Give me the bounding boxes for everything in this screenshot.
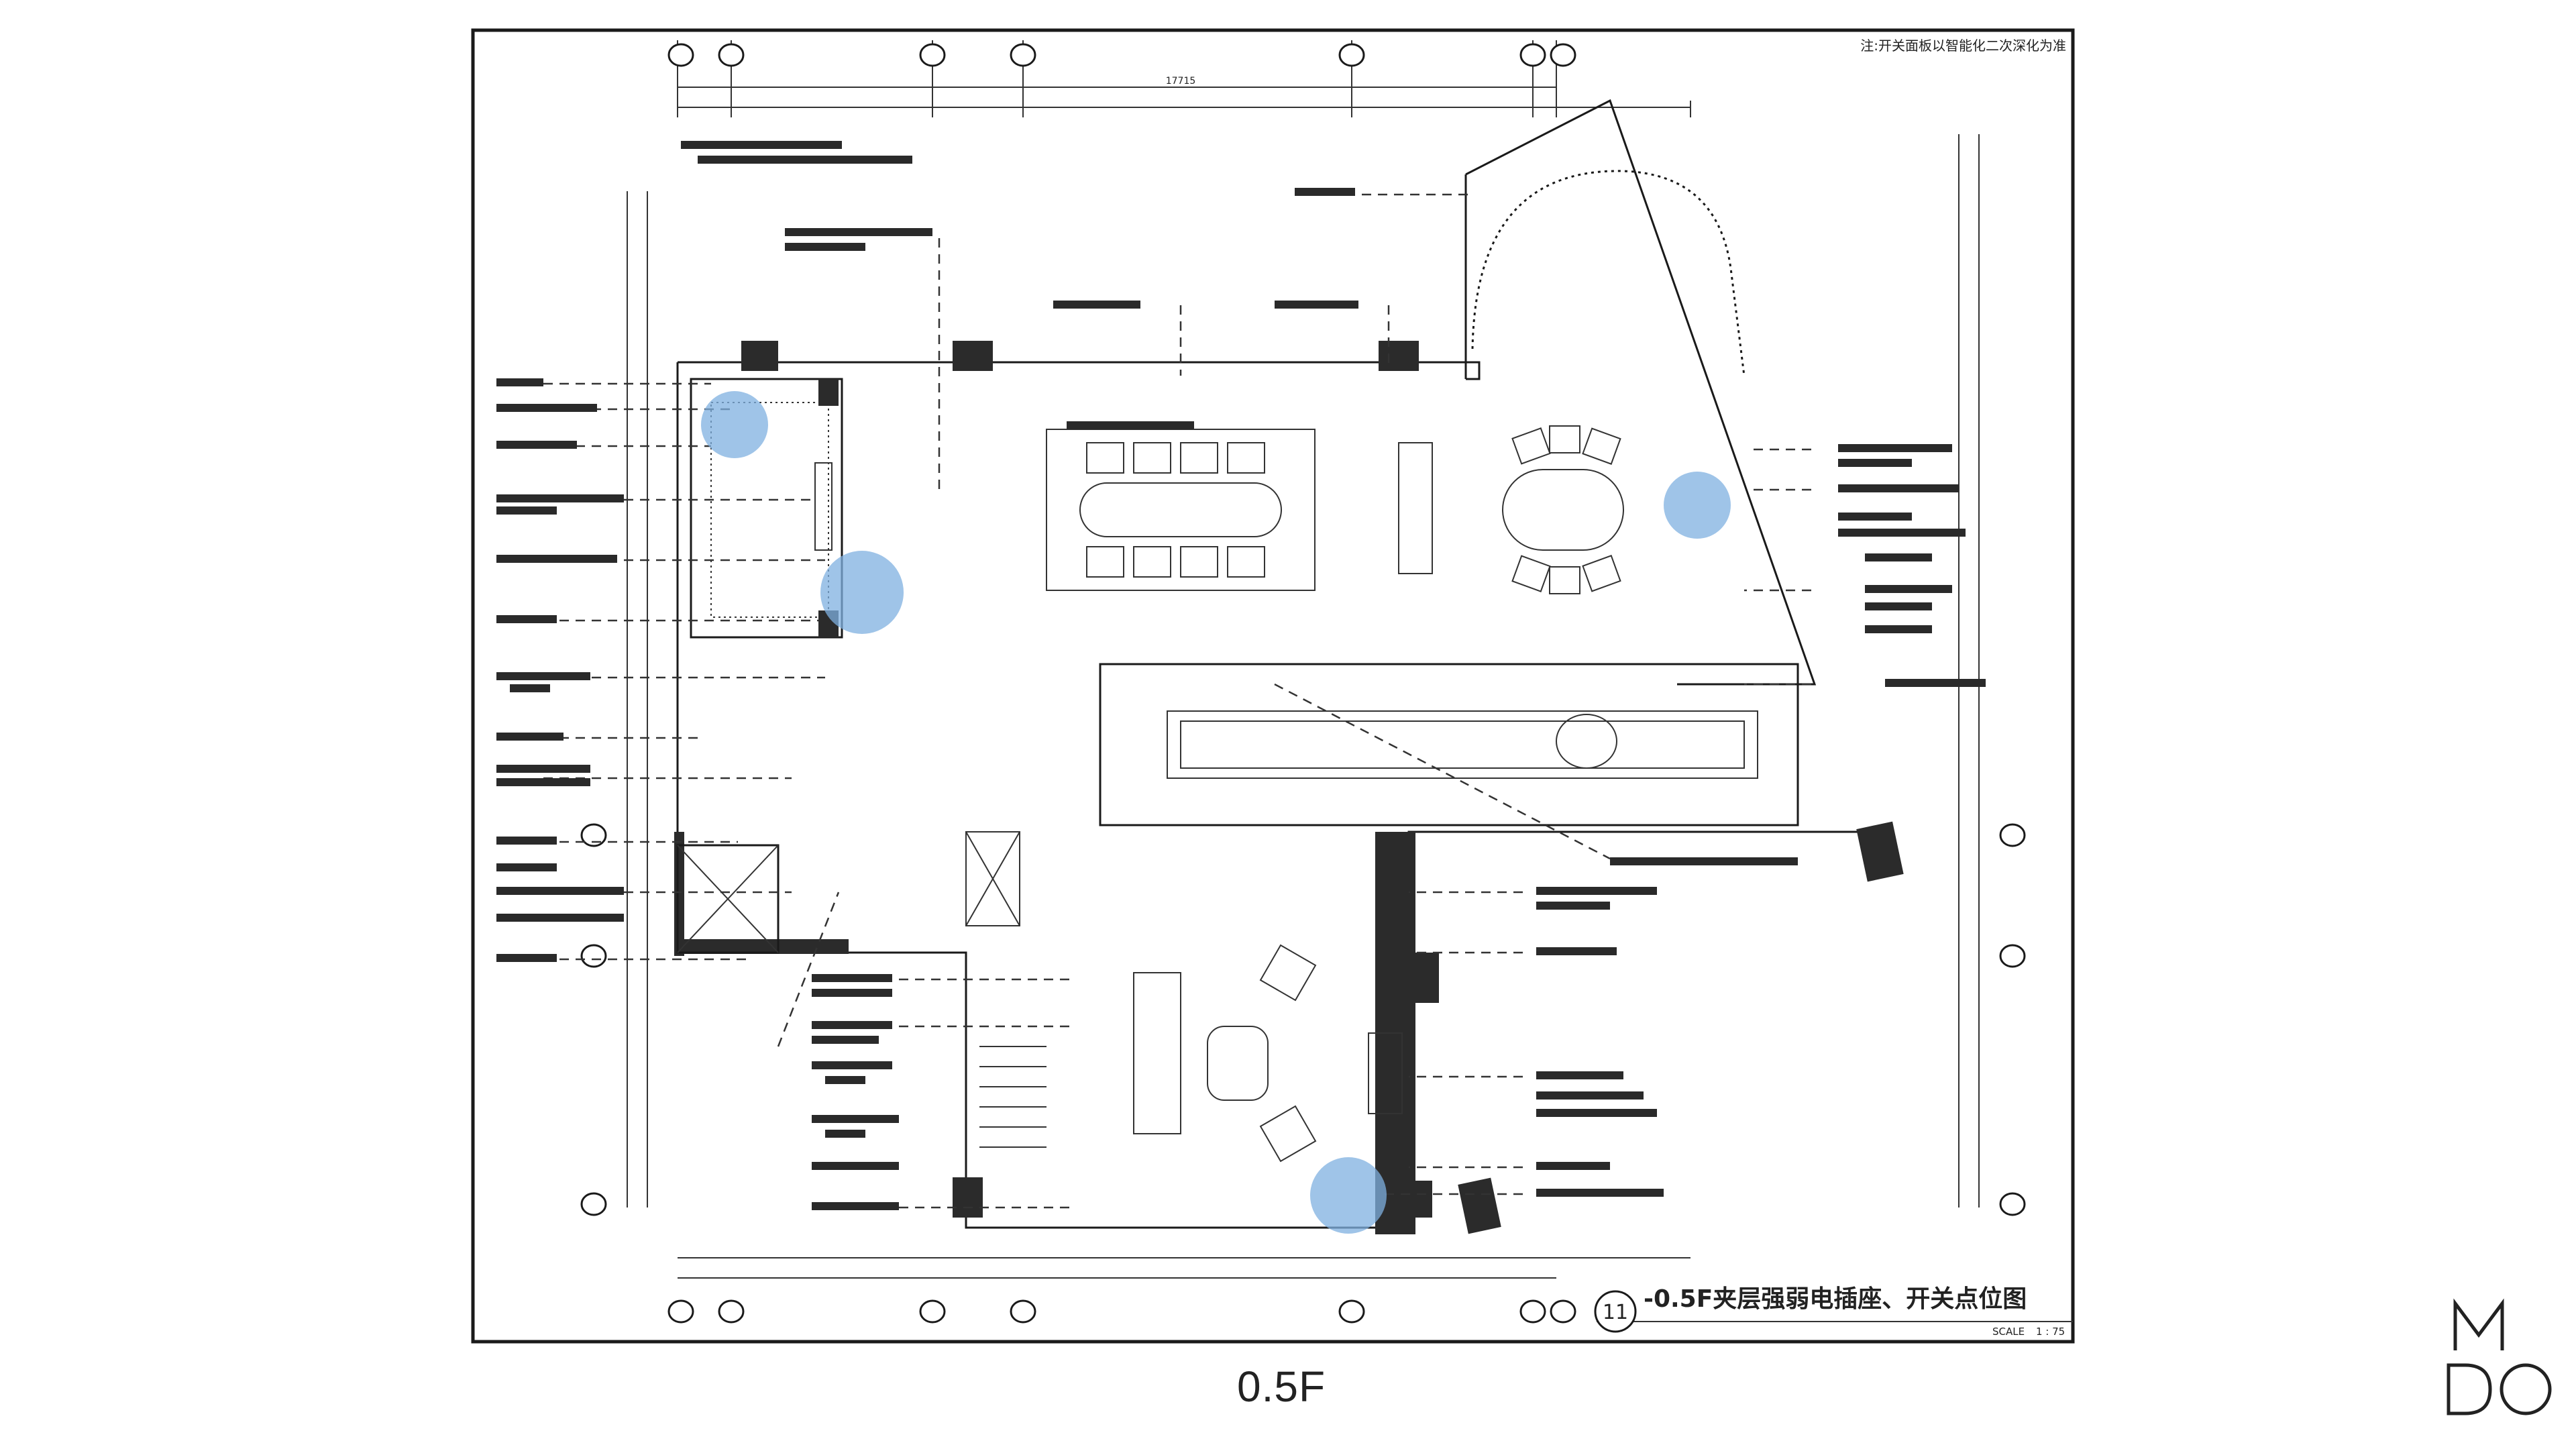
- lounge-area: [1133, 944, 1403, 1163]
- highlight-circle-icon: [1664, 472, 1731, 539]
- leader-lines: [543, 193, 1811, 1209]
- scale-value: 1 : 75: [2036, 1326, 2065, 1338]
- drawing-title: -0.5F夹层强弱电插座、开关点位图: [1644, 1285, 2027, 1313]
- annotation-marks: [496, 141, 1986, 1210]
- highlight-circles: [701, 391, 1731, 1234]
- title-block: 11 -0.5F夹层强弱电插座、开关点位图 SCALE 1 : 75: [1594, 1285, 2073, 1338]
- sheet-border: [471, 28, 2075, 1344]
- top-dimension-text: 17715: [1166, 76, 1196, 87]
- scale-label: SCALE: [1992, 1326, 2025, 1338]
- top-note: 注:开关面板以智能化二次深化为准: [1860, 38, 2066, 54]
- page-caption: 0.5F: [1236, 1362, 1326, 1411]
- dining-area: [1502, 425, 1624, 594]
- highlight-circle-icon: [1310, 1157, 1387, 1234]
- drawing-number: 11: [1603, 1301, 1628, 1324]
- stairs-and-lift: [676, 831, 1046, 1148]
- pool: [1099, 663, 1799, 826]
- side-dimension-chains: [580, 134, 2026, 1216]
- logo-mark-icon: [2447, 1298, 2552, 1415]
- drawing-number-bubble: [1594, 1290, 1637, 1333]
- bottom-grid-bubbles: [667, 1257, 1690, 1324]
- top-grid-bubbles: [667, 43, 1576, 67]
- highlight-circle-icon: [820, 551, 904, 634]
- highlight-circle-icon: [701, 391, 768, 458]
